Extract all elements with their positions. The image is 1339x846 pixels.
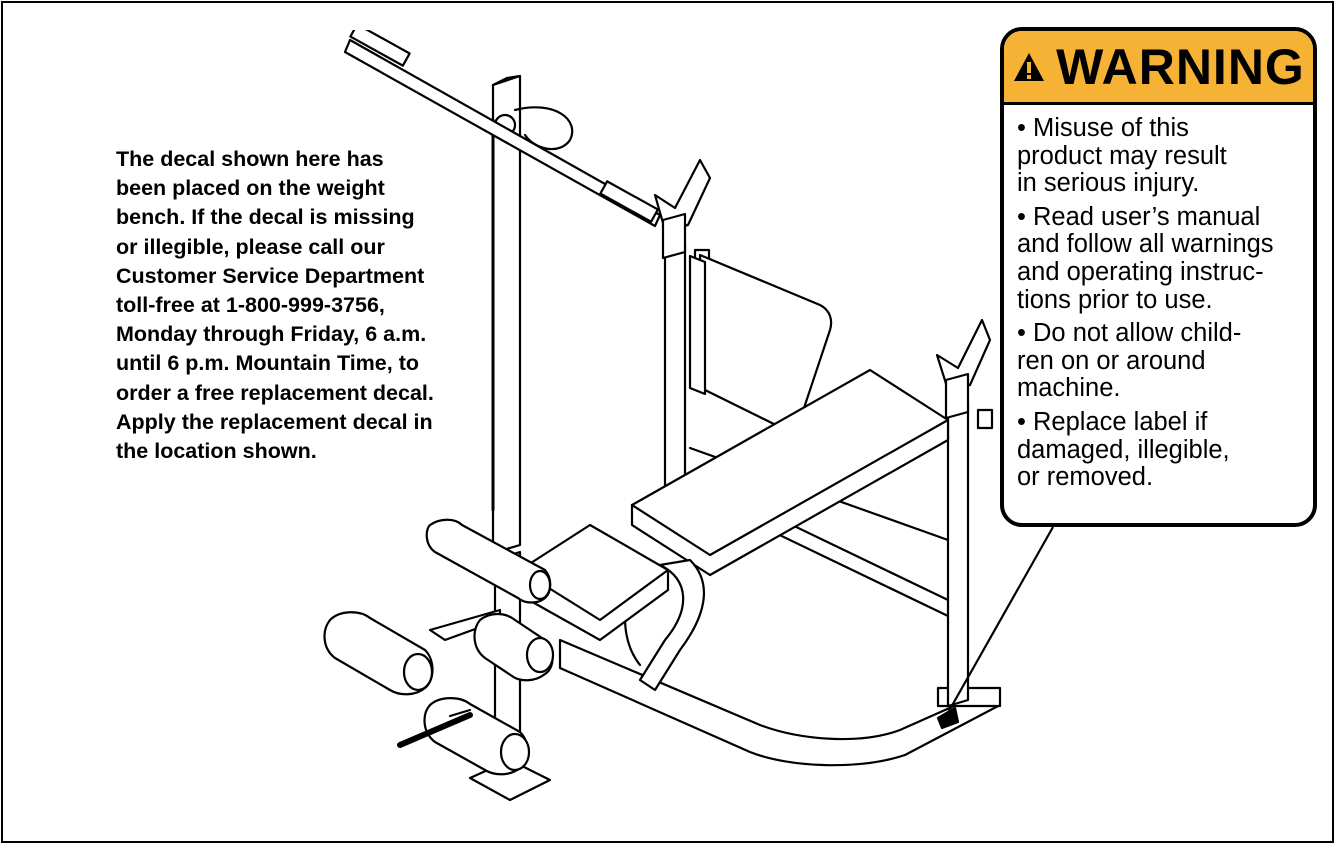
warning-triangle-icon [1014,52,1045,81]
warning-item: • Misuse of this product may result in s… [1017,114,1227,198]
warning-item: • Replace label if damaged, illegible, o… [1017,407,1230,492]
warning-decal: WARNING • Misuse of this product may res… [1000,27,1317,527]
decal-instructions: The decal shown here has been placed on … [116,147,434,464]
warning-header: WARNING [1004,31,1313,105]
warning-item: • Read user’s manual and follow all warn… [1017,202,1274,314]
weight-bench-illustration [323,30,1002,802]
warning-title: WARNING [1056,38,1305,95]
warning-body: • Misuse of this product may result in s… [1004,105,1313,492]
warning-item: • Do not allow child- ren on or around m… [1017,319,1242,403]
